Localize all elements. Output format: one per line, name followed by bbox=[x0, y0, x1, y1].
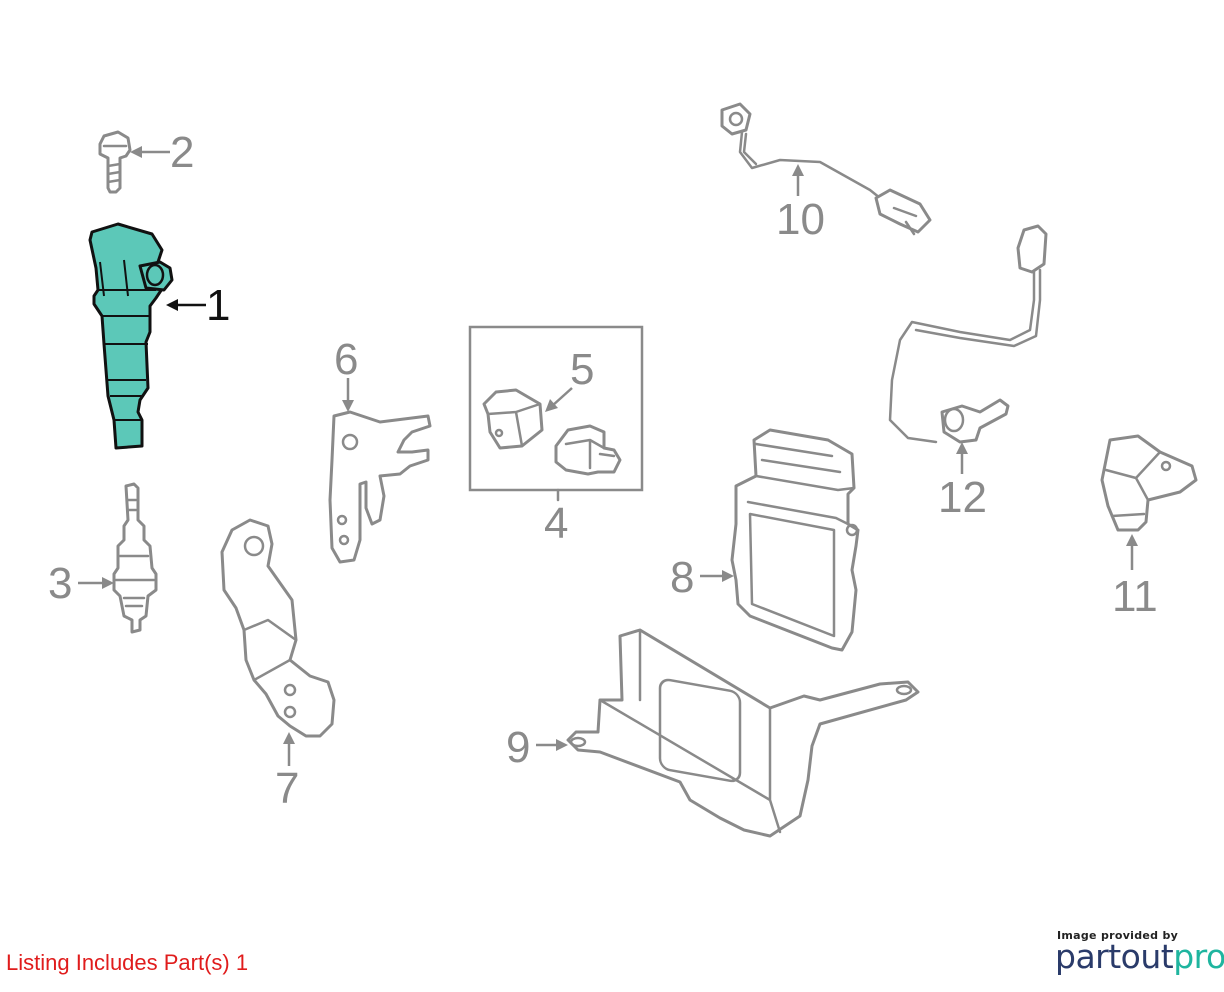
callout-2: 2 bbox=[130, 128, 194, 177]
callout-12: 12 bbox=[938, 442, 987, 522]
part-1-ignition-coil[interactable] bbox=[88, 222, 174, 450]
part-4-sensor-kit-box[interactable] bbox=[468, 325, 644, 502]
callout-5: 5 bbox=[545, 345, 594, 412]
callout-12-label: 12 bbox=[938, 473, 987, 522]
callout-11-label: 11 bbox=[1112, 572, 1158, 621]
part-10-knock-sensor[interactable] bbox=[720, 102, 932, 236]
callout-1: 1 bbox=[166, 281, 230, 330]
callout-9: 9 bbox=[506, 723, 568, 772]
part-11-cam-sensor[interactable] bbox=[1100, 434, 1198, 532]
callout-11: 11 bbox=[1112, 534, 1158, 621]
callout-3-label: 3 bbox=[48, 559, 72, 608]
callout-8-label: 8 bbox=[670, 553, 694, 602]
callout-7: 7 bbox=[275, 732, 299, 813]
callout-10: 10 bbox=[776, 164, 825, 244]
provider-caption: Image provided by bbox=[1057, 929, 1179, 942]
part-5-sensor[interactable] bbox=[482, 388, 622, 476]
part-7-bracket[interactable] bbox=[220, 518, 336, 738]
callout-6-label: 6 bbox=[334, 335, 358, 384]
callout-4: 4 bbox=[544, 499, 568, 548]
brand-part1: partout bbox=[1055, 937, 1174, 976]
callout-6: 6 bbox=[334, 335, 358, 412]
part-12-crank-sensor[interactable] bbox=[888, 224, 1048, 444]
callout-9-label: 9 bbox=[506, 723, 530, 772]
part-2-bolt[interactable] bbox=[98, 130, 132, 194]
callout-3: 3 bbox=[48, 559, 114, 608]
part-8-ecu-module[interactable] bbox=[730, 428, 860, 652]
partoutpro-logo[interactable]: partoutpro bbox=[1055, 937, 1224, 976]
callout-7-label: 7 bbox=[275, 764, 299, 813]
callout-2-label: 2 bbox=[170, 128, 194, 177]
callout-1-label: 1 bbox=[206, 281, 230, 330]
listing-includes-text: Listing Includes Part(s) 1 bbox=[6, 950, 249, 975]
callout-4-label: 4 bbox=[544, 499, 568, 548]
callout-8: 8 bbox=[670, 553, 734, 602]
callout-10-label: 10 bbox=[776, 195, 825, 244]
brand-part2: pro bbox=[1173, 937, 1224, 976]
callout-5-label: 5 bbox=[570, 345, 594, 394]
part-3-spark-plug[interactable] bbox=[112, 482, 158, 634]
part-9-ecu-bracket[interactable] bbox=[566, 628, 920, 838]
part-6-bracket[interactable] bbox=[328, 410, 432, 564]
